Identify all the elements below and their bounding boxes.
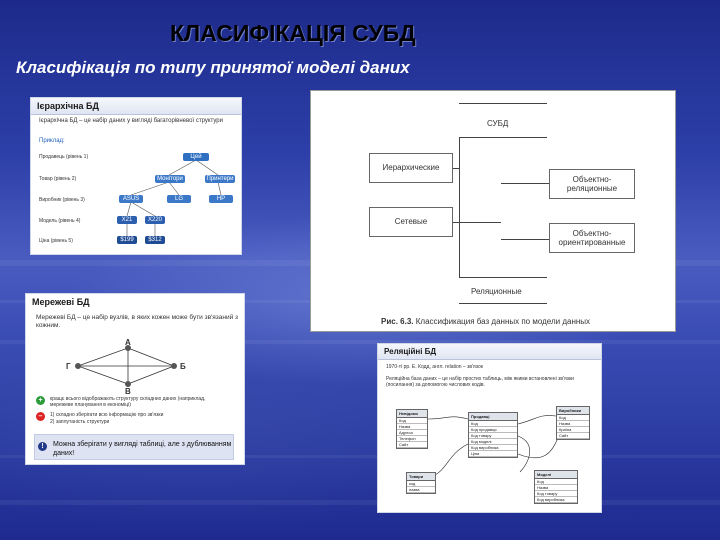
figure-caption-text: Классификация баз данных по модели данны… bbox=[415, 317, 591, 326]
table-row: Код продавця bbox=[469, 427, 517, 433]
warning-icon: ! bbox=[38, 442, 47, 451]
table-row: Код bbox=[535, 479, 577, 485]
network-note-text: Можна зберігати у вигляді таблиці, але з… bbox=[53, 441, 232, 457]
network-node-label: А bbox=[125, 338, 131, 347]
relational-db-heading: Реляційні БД bbox=[378, 344, 601, 360]
relational-db-card: Реляційні БД 1970-ті рр. Е. Кодд, англ. … bbox=[377, 343, 602, 513]
node-level2: Монітори bbox=[155, 175, 185, 183]
table-row: назва bbox=[407, 487, 435, 493]
network-note-box: ! Можна зберігати у вигляді таблиці, але… bbox=[34, 434, 234, 460]
network-node-label: Г bbox=[66, 362, 71, 371]
level-label: Модель (рівень 4) bbox=[39, 218, 81, 224]
dbms-object-relational-box: Объектно-реляционные bbox=[549, 169, 635, 199]
table-row: Телефон bbox=[397, 436, 427, 442]
node-level3: HP bbox=[209, 195, 233, 203]
relational-table: Моделі Код Назва Код товару Код виробник… bbox=[534, 470, 578, 504]
network-cons-item: 1) складно зберігати всю інформацію про … bbox=[50, 412, 164, 418]
table-row: Назва bbox=[557, 421, 589, 427]
hierarchical-example-label: Приклад: bbox=[39, 138, 65, 144]
table-row: Сайт bbox=[397, 442, 427, 448]
network-node-label: В bbox=[125, 387, 131, 396]
table-row: Код bbox=[557, 415, 589, 421]
node-level3: LG bbox=[167, 195, 191, 203]
relational-definition: Реляційна база даних – це набір простих … bbox=[386, 376, 574, 388]
network-db-card: Мережеві БД Мережеві БД – це набір вузлі… bbox=[25, 293, 245, 465]
table-row: Код виробника bbox=[469, 445, 517, 451]
table-row: Сайт bbox=[557, 433, 589, 439]
dbms-classification-card: СУБД Иерархические Сетевые Объектно-реля… bbox=[310, 90, 676, 332]
table-title: Моделі bbox=[535, 471, 577, 479]
table-row: Назва bbox=[397, 424, 427, 430]
relational-history-line: 1970-ті рр. Е. Кодд, англ. relation – зв… bbox=[386, 364, 483, 370]
hierarchical-db-definition: Ієрархічна БД – це набір даних у вигляді… bbox=[39, 118, 223, 124]
table-row: Код bbox=[469, 421, 517, 427]
node-level3: ASUS bbox=[119, 195, 143, 203]
relational-table: Невідомо Код Назва Адреса Телефон Сайт bbox=[396, 409, 428, 449]
network-pros-text: кращє всього відображають структуру скла… bbox=[50, 396, 206, 408]
table-row: Код моделі bbox=[469, 439, 517, 445]
slide-title: КЛАСИФІКАЦІЯ СУБД bbox=[170, 20, 416, 46]
table-row: Код bbox=[397, 418, 427, 424]
hierarchy-connectors bbox=[126, 159, 222, 236]
dbms-root-label: СУБД bbox=[487, 119, 509, 128]
table-title: Невідомо bbox=[397, 410, 427, 418]
dbms-relational-label: Реляционные bbox=[471, 287, 522, 296]
table-title: Товари bbox=[407, 473, 435, 481]
figure-caption-number: Рис. 6.3. bbox=[381, 317, 414, 326]
network-graph bbox=[75, 345, 177, 387]
table-row: Ціна bbox=[469, 451, 517, 457]
node-level4: X220 bbox=[145, 216, 165, 224]
table-title: Продавці bbox=[469, 413, 517, 421]
dbms-hierarchical-box: Иерархические bbox=[369, 153, 453, 183]
node-level5: $199 bbox=[117, 236, 137, 244]
network-node-label: Б bbox=[180, 362, 186, 371]
table-row: Країна bbox=[557, 427, 589, 433]
relational-table: Товари код назва bbox=[406, 472, 436, 494]
table-row: Назва bbox=[535, 485, 577, 491]
table-title: Виробники bbox=[557, 407, 589, 415]
table-row: Код товару bbox=[535, 491, 577, 497]
hierarchical-db-heading: Ієрархічна БД bbox=[31, 98, 241, 115]
network-cons-item: 2) заплутаність структури bbox=[50, 419, 110, 425]
node-level2: Принтери bbox=[205, 175, 235, 183]
network-db-heading: Мережеві БД bbox=[26, 294, 244, 310]
level-label: Ціна (рівень 5) bbox=[39, 238, 73, 244]
minus-icon: – bbox=[36, 412, 45, 421]
hierarchical-db-card: Ієрархічна БД Ієрархічна БД – це набір д… bbox=[30, 97, 242, 255]
figure-caption: Рис. 6.3. Классификация баз данных по мо… bbox=[381, 317, 590, 326]
relational-table: Виробники Код Назва Країна Сайт bbox=[556, 406, 590, 440]
slide-subtitle: Класифікація по типу принятої моделі дан… bbox=[16, 58, 410, 77]
node-level4: X21 bbox=[117, 216, 137, 224]
level-label: Продавець (рівень 1) bbox=[39, 154, 89, 160]
relational-table: Продавці Код Код продавця Код товару Код… bbox=[468, 412, 518, 458]
table-row: Код виробника bbox=[535, 497, 577, 503]
table-row: код bbox=[407, 481, 435, 487]
table-row: Адреса bbox=[397, 430, 427, 436]
plus-icon: + bbox=[36, 396, 45, 405]
network-db-definition: Мережеві БД – це набір вузлів, в яких ко… bbox=[36, 314, 239, 329]
level-label: Виробник (рівень 3) bbox=[39, 197, 85, 203]
dbms-network-box: Сетевые bbox=[369, 207, 453, 237]
node-root: Цей bbox=[183, 153, 209, 161]
level-label: Товар (рівень 2) bbox=[39, 176, 77, 182]
dbms-object-oriented-box: Объектно-ориентированные bbox=[549, 223, 635, 253]
node-level5: $312 bbox=[145, 236, 165, 244]
table-row: Код товару bbox=[469, 433, 517, 439]
